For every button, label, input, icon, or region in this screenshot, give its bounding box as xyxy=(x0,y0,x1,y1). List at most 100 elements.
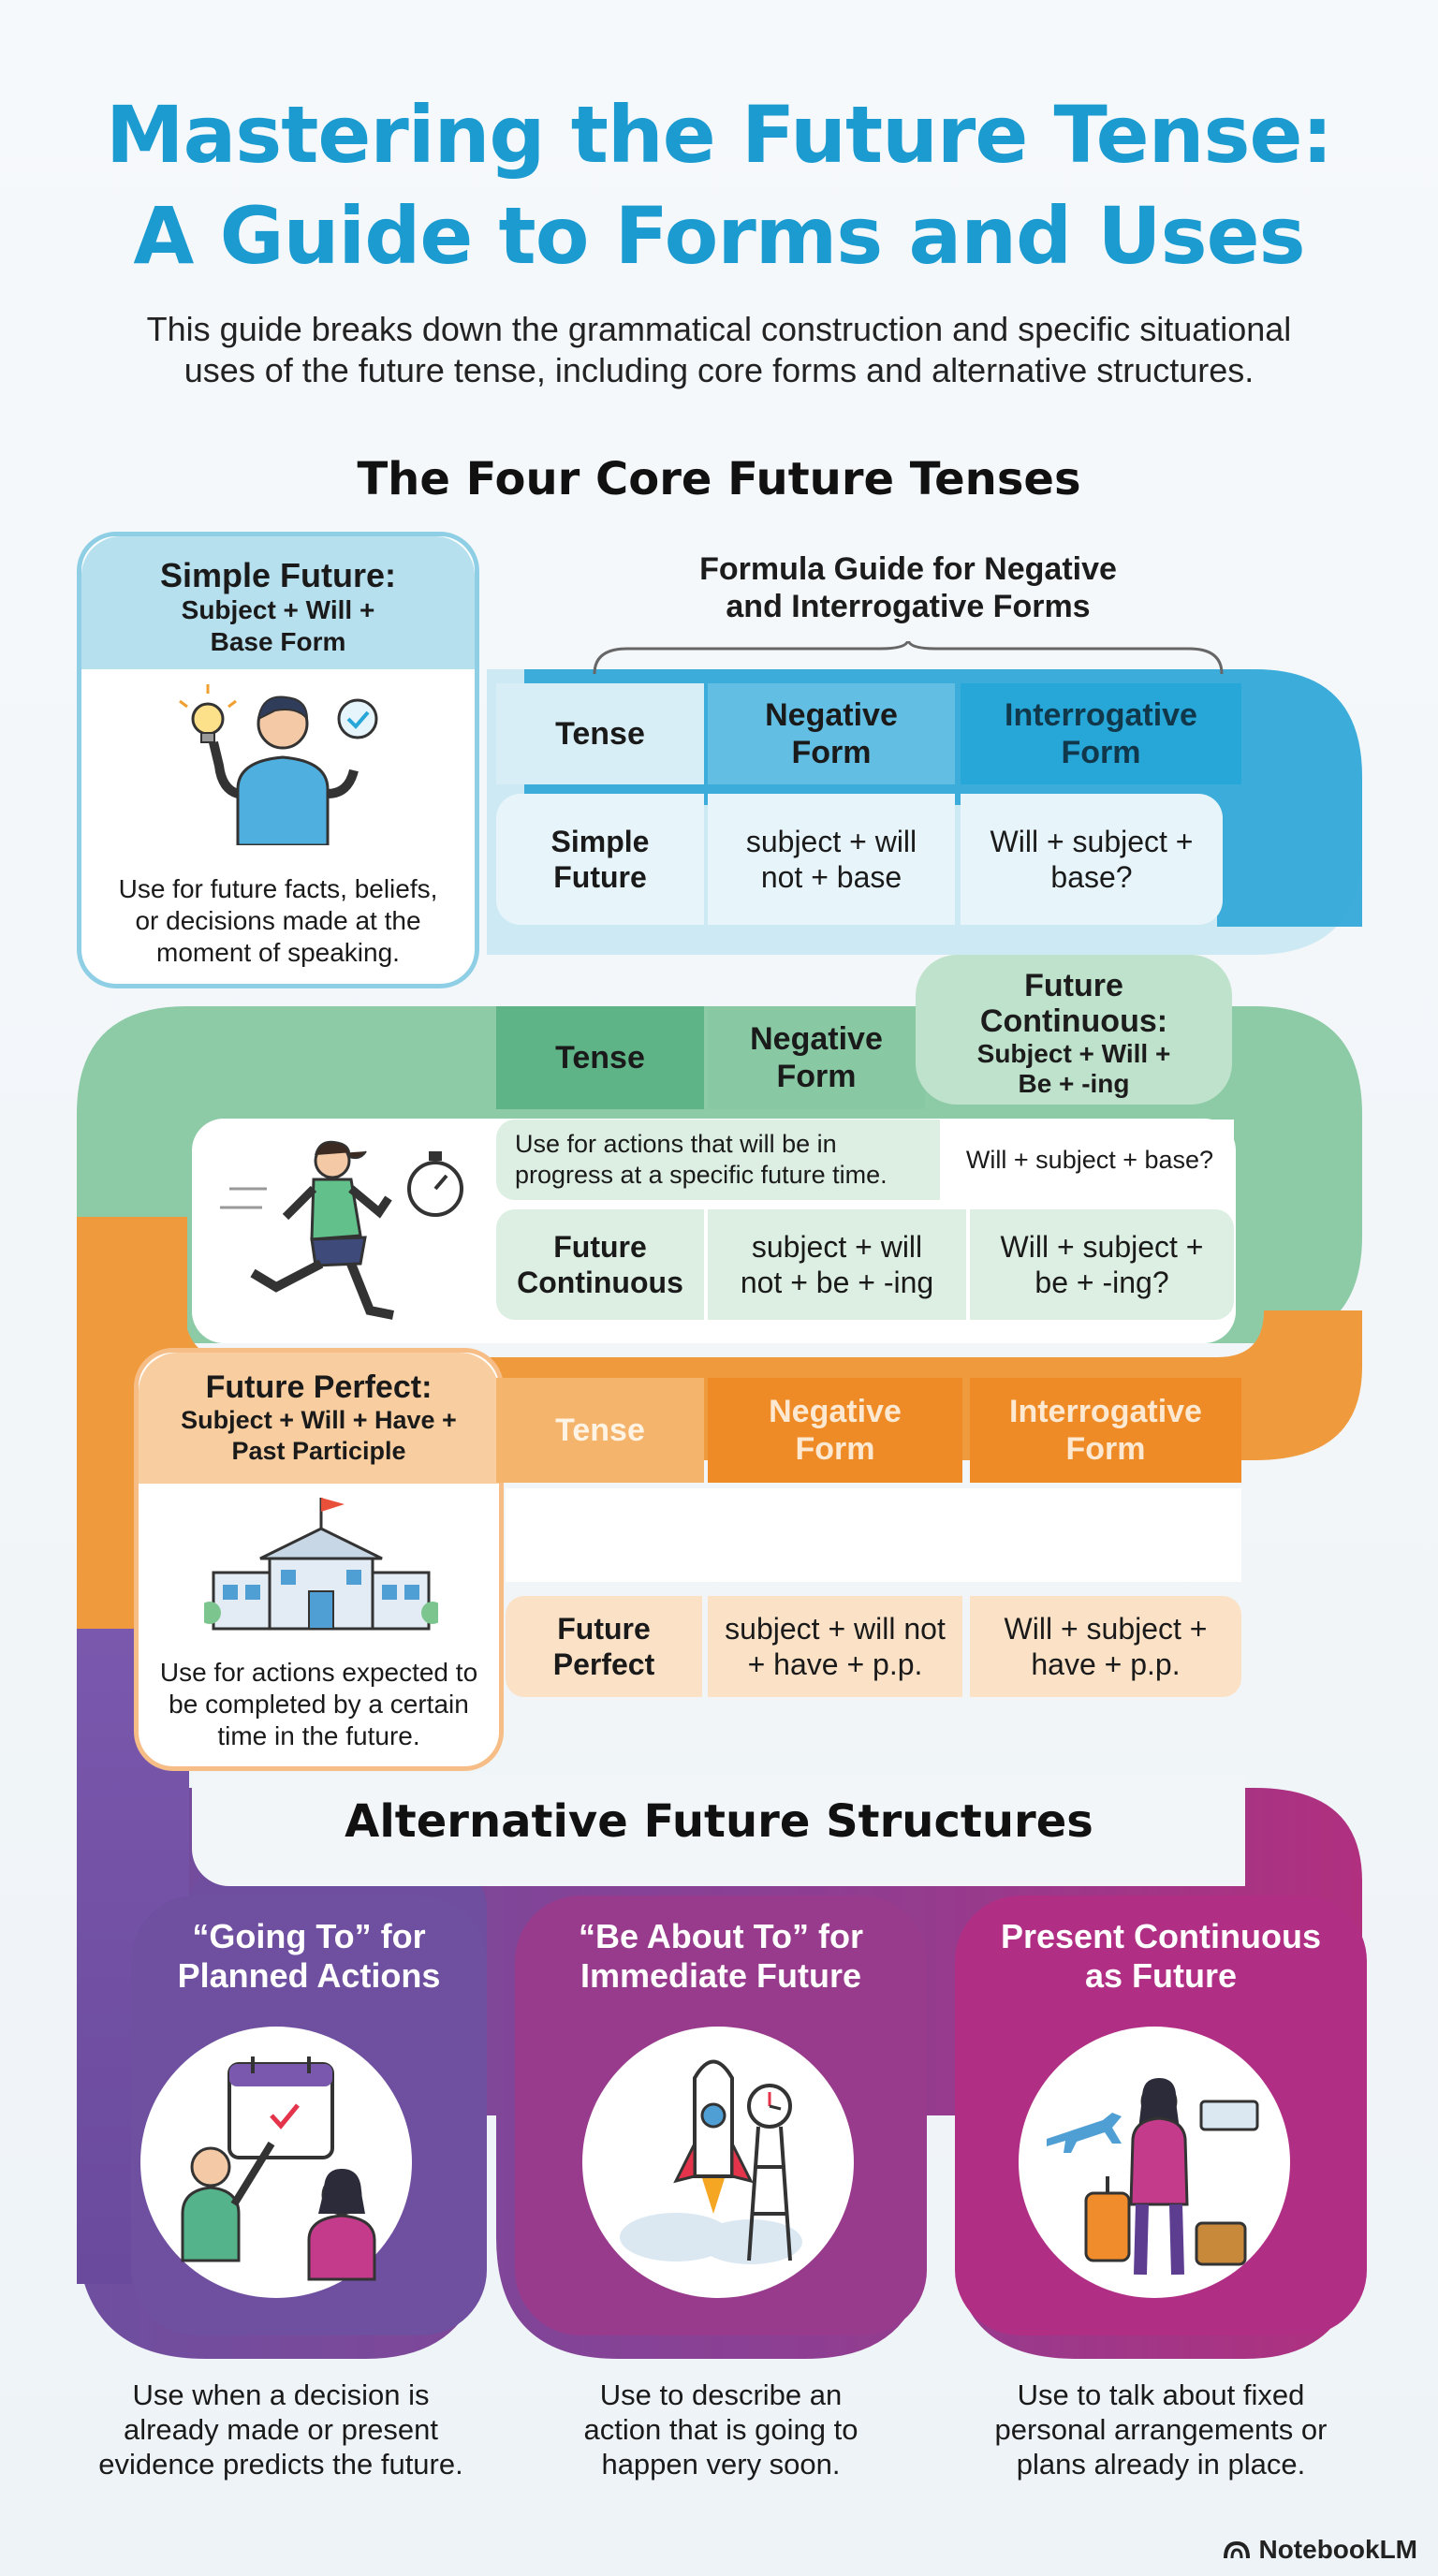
interrogative-header-1: Interrogative xyxy=(1005,697,1197,733)
interrogative-line-2: have + p.p. xyxy=(1031,1647,1181,1681)
about-to-title-1: “Be About To” for xyxy=(579,1917,863,1955)
notebooklm-logo-icon xyxy=(1224,2540,1251,2559)
core-tenses-heading: The Four Core Future Tenses xyxy=(357,453,1081,505)
future-continuous-col-tense: Tense xyxy=(496,1006,704,1109)
negative-line-1: subject + will xyxy=(745,825,917,858)
subtitle-line-1: This guide breaks down the grammatical c… xyxy=(146,310,1292,348)
negative-header-2: Form xyxy=(776,1059,857,1094)
simple-future-use-1: Use for future facts, beliefs, xyxy=(118,874,438,903)
future-perfect-use-2: be completed by a certain xyxy=(169,1690,469,1719)
simple-future-formula-2: Base Form xyxy=(210,627,346,656)
interrogative-line-1: Will + subject + xyxy=(990,825,1194,858)
simple-future-title: Simple Future: xyxy=(159,556,397,594)
present-continuous-illustration xyxy=(1019,2027,1290,2298)
interrogative-line-1: Will + subject + xyxy=(1004,1612,1208,1646)
alternatives-heading-bg xyxy=(192,1774,1245,1886)
simple-future-use-3: moment of speaking. xyxy=(156,938,400,967)
about-to-title-2: Immediate Future xyxy=(580,1956,862,1995)
about-to-desc-1: Use to describe an xyxy=(599,2378,843,2411)
present-continuous-description: Use to talk about fixed personal arrange… xyxy=(955,2378,1367,2481)
interrogative-header-2: Form xyxy=(1065,1431,1146,1467)
future-continuous-row-negative: subject + will not + be + -ing xyxy=(708,1209,966,1320)
about-to-title: “Be About To” for Immediate Future xyxy=(515,1917,927,1996)
simple-future-card: Simple Future: Subject + Will + Base For… xyxy=(77,532,479,988)
future-perfect-spacer xyxy=(506,1488,1241,1582)
future-perfect-use-3: time in the future. xyxy=(217,1721,420,1750)
rocket-icon xyxy=(673,2059,754,2214)
future-continuous-header: Future Continuous: Subject + Will + Be +… xyxy=(916,955,1232,1105)
lightbulb-icon xyxy=(179,684,237,743)
going-to-title-2: Planned Actions xyxy=(177,1956,441,1995)
interrogative-header-2: Form xyxy=(1061,735,1141,770)
clock-tower-icon xyxy=(747,2084,792,2261)
tense-line-2: Future xyxy=(553,860,647,894)
future-continuous-title-2: Continuous: xyxy=(979,1003,1168,1039)
negative-header-1: Negative xyxy=(765,697,898,733)
subtitle-line-2: uses of the future tense, including core… xyxy=(183,351,1255,389)
future-continuous-formula-2: Be + -ing xyxy=(1018,1069,1130,1098)
calendar-icon xyxy=(227,2056,334,2159)
rocket-launch-illustration xyxy=(620,2059,802,2264)
simple-future-row-negative: subject + will not + base xyxy=(708,794,955,925)
tense-line-1: Future xyxy=(553,1230,647,1264)
future-continuous-formula-1: Subject + Will + xyxy=(976,1039,1171,1068)
tense-line-2: Continuous xyxy=(517,1266,683,1299)
future-continuous-use: Use for actions that will be in progress… xyxy=(496,1120,940,1200)
future-perfect-row-interrogative: Will + subject + have + p.p. xyxy=(970,1596,1241,1697)
simple-future-col-interrogative: Interrogative Form xyxy=(961,683,1241,784)
interrogative-header-1: Interrogative xyxy=(1009,1394,1202,1429)
future-continuous-col-negative: Negative Form xyxy=(708,1006,925,1109)
tense-line-2: Perfect xyxy=(552,1647,655,1681)
going-to-desc-3: evidence predicts the future. xyxy=(98,2448,463,2481)
present-continuous-title-1: Present Continuous xyxy=(1000,1917,1322,1955)
going-to-description: Use when a decision is already made or p… xyxy=(75,2378,487,2481)
going-to-desc-2: already made or present xyxy=(123,2413,439,2446)
negative-header-2: Form xyxy=(791,735,872,770)
simple-future-col-negative: Negative Form xyxy=(708,683,955,784)
negative-line-2: not + base xyxy=(760,860,902,894)
calendar-planning-illustration xyxy=(181,2056,376,2281)
suitcase-icon xyxy=(1084,2176,1247,2266)
negative-header-2: Form xyxy=(795,1431,875,1467)
future-perfect-formula-2: Past Participle xyxy=(231,1437,406,1465)
present-continuous-title: Present Continuous as Future xyxy=(955,1917,1367,1996)
stopwatch-icon xyxy=(407,1151,463,1217)
checkmark-bubble-icon xyxy=(337,698,378,739)
future-perfect-col-tense: Tense xyxy=(496,1378,704,1483)
alternatives-heading: Alternative Future Structures xyxy=(345,1795,1093,1848)
tense-line-1: Simple xyxy=(550,825,650,858)
negative-header-1: Negative xyxy=(769,1394,902,1429)
negative-line-1: subject + will not xyxy=(725,1612,946,1646)
future-continuous-use-1: Use for actions that will be in xyxy=(515,1130,837,1158)
formula-guide-line-2: and Interrogative Forms xyxy=(726,589,1091,624)
going-to-desc-1: Use when a decision is xyxy=(132,2378,430,2411)
negative-line-2: + have + p.p. xyxy=(747,1647,923,1681)
brand-name: NotebookLM xyxy=(1258,2535,1417,2564)
present-continuous-title-2: as Future xyxy=(1084,1956,1238,1995)
tense-line-1: Future xyxy=(557,1612,651,1646)
future-perfect-row-tense: Future Perfect xyxy=(506,1596,702,1697)
future-perfect-use: Use for actions expected to be completed… xyxy=(157,1657,480,1752)
traveler-illustration xyxy=(1047,2078,1259,2276)
about-to-desc-3: happen very soon. xyxy=(601,2448,841,2481)
going-to-illustration xyxy=(140,2027,412,2298)
simple-future-col-tense: Tense xyxy=(496,683,704,784)
future-continuous-row-tense: Future Continuous xyxy=(496,1209,704,1320)
simple-future-row-interrogative: Will + subject + base? xyxy=(961,794,1223,925)
formula-guide-line-1: Formula Guide for Negative xyxy=(699,551,1117,587)
negative-header-1: Negative xyxy=(750,1021,883,1057)
present-continuous-desc-3: plans already in place. xyxy=(1016,2448,1306,2481)
future-perfect-card: Future Perfect: Subject + Will + Have + … xyxy=(134,1348,504,1771)
present-continuous-desc-1: Use to talk about fixed xyxy=(1017,2378,1305,2411)
simple-future-header: Simple Future: Subject + Will + Base For… xyxy=(81,536,475,669)
going-to-title-1: “Going To” for xyxy=(192,1917,426,1955)
future-continuous-use-2: progress at a specific future time. xyxy=(515,1161,888,1189)
title-line-2: A Guide to Forms and Uses xyxy=(133,190,1305,282)
about-to-illustration xyxy=(582,2027,854,2298)
simple-future-formula-1: Subject + Will + xyxy=(181,595,375,624)
future-perfect-header: Future Perfect: Subject + Will + Have + … xyxy=(139,1353,499,1484)
formula-guide-bracket xyxy=(593,641,1224,675)
about-to-desc-2: action that is going to xyxy=(583,2413,858,2446)
airplane-icon xyxy=(1047,2113,1122,2153)
negative-line-1: subject + will xyxy=(751,1230,923,1264)
